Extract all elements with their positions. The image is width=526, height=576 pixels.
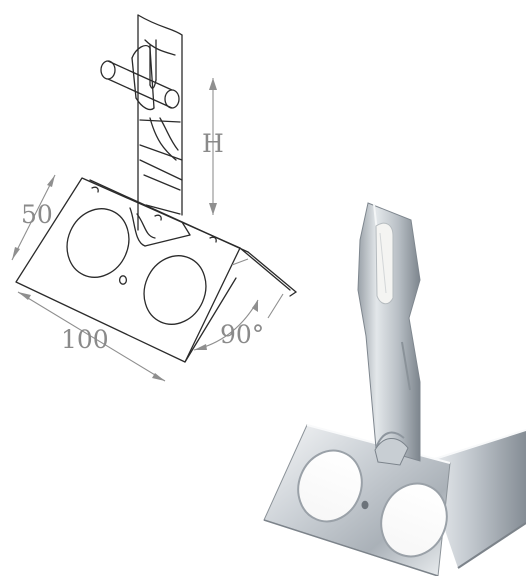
angle-dimension-label: 90°: [220, 320, 264, 349]
product-photo: [263, 202, 526, 576]
photo-right-hole: [380, 482, 448, 558]
technical-drawing: 50 100 H 90°: [11, 14, 297, 382]
strap-drawing: [137, 14, 183, 231]
photo-strap: [357, 202, 421, 462]
base-plate-drawing: [15, 177, 297, 363]
photo-center-hole: [361, 500, 369, 510]
dimension-lines: [11, 78, 284, 382]
pin-drawing: [100, 44, 180, 111]
photo-clip: [375, 222, 394, 305]
photo-left-hole: [297, 449, 363, 523]
length-dimension-label: 100: [61, 325, 109, 354]
height-dimension-label: H: [202, 129, 224, 158]
width-dimension-label: 50: [21, 200, 53, 229]
